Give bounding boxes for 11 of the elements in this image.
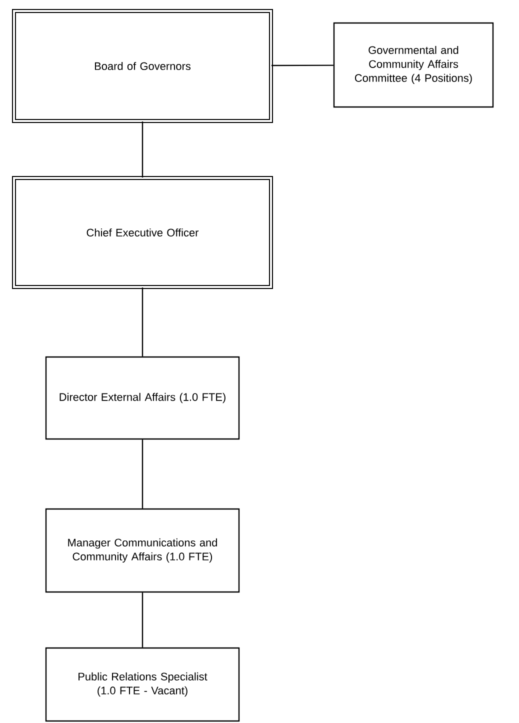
connector-line xyxy=(272,64,334,66)
connector-line xyxy=(142,288,144,356)
position-box: Public Relations Specialist (1.0 FTE - Vacant) xyxy=(45,647,240,722)
position-box: Manager Communications and Community Affairs (1.0 FTE) xyxy=(45,508,240,593)
connector-line xyxy=(142,592,144,648)
committee-box: Governmental and Community Affairs Committee (4 Positions) xyxy=(333,22,494,108)
officer-box: Chief Executive Officer xyxy=(12,176,273,289)
connector-line xyxy=(142,122,144,178)
connector-line xyxy=(142,440,144,508)
board-box: Board of Governors xyxy=(12,9,273,123)
position-box: Director External Affairs (1.0 FTE) xyxy=(45,356,240,440)
